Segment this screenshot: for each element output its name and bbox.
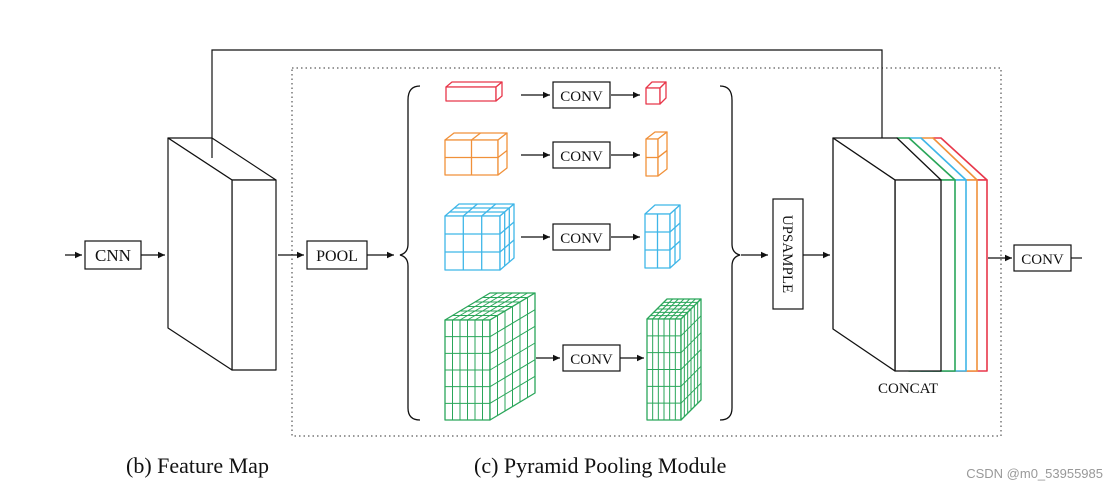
reduced-3x3-cube: [644, 204, 681, 269]
skip-connection-line: [211, 49, 886, 158]
row4-conv-block: CONV: [562, 344, 621, 372]
ppm-region: [291, 67, 1002, 437]
row1-conv-block: CONV: [552, 81, 611, 109]
row3-conv-label: CONV: [560, 231, 603, 247]
reduced-1x1-cube: [645, 81, 667, 105]
reduced-6x6-grid: [647, 298, 702, 420]
upsample-block: UPSAMPLE: [772, 198, 804, 310]
pooled-2x2-cube: [444, 132, 508, 176]
caption-feature-map: (b) Feature Map: [126, 453, 269, 478]
row2-conv-label: CONV: [560, 149, 603, 165]
right-bracket: [719, 85, 741, 421]
concat-black-block: [832, 137, 942, 372]
cnn-label: CNN: [95, 246, 131, 265]
pool-label: POOL: [316, 248, 358, 265]
final-conv-label: CONV: [1021, 252, 1064, 268]
row1-conv-label: CONV: [560, 89, 603, 105]
upsample-label: UPSAMPLE: [779, 215, 795, 293]
feature-map-block: [167, 137, 277, 371]
watermark: CSDN @m0_53955985: [966, 466, 1103, 481]
reduced-2x2-cube: [645, 131, 668, 177]
pooled-6x6-grid: [445, 292, 536, 420]
row4-conv-label: CONV: [570, 352, 613, 368]
row3-conv-block: CONV: [552, 223, 611, 251]
left-bracket: [399, 85, 421, 421]
pool-block: POOL: [306, 240, 368, 270]
caption-ppm: (c) Pyramid Pooling Module: [474, 453, 726, 478]
final-conv-block: CONV: [1013, 244, 1072, 272]
pooled-1x1-cube: [445, 81, 503, 102]
cnn-block: CNN: [84, 240, 142, 270]
pooled-6x6-cube: [444, 292, 536, 421]
concat-block: [832, 137, 988, 372]
pooled-3x3-cube: [444, 203, 515, 271]
concat-label: CONCAT: [878, 381, 938, 397]
row2-conv-block: CONV: [552, 141, 611, 169]
